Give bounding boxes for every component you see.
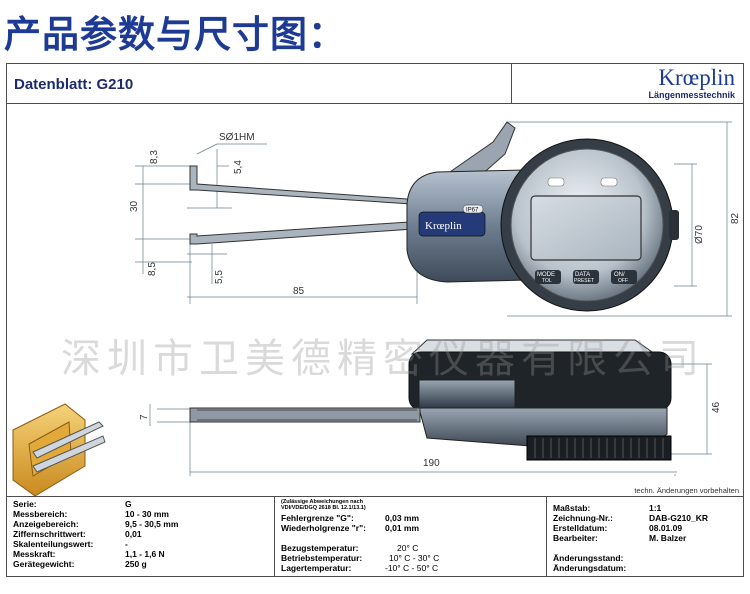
brand-logo: Krœplin xyxy=(658,65,735,90)
spec-table: Serie: G Messbereich: 10 - 30 mm Anzeigebe… xyxy=(7,496,743,577)
spec-col-tolerances: (Zulässige Abweichungen nach VDI/VDE/DGQ… xyxy=(275,497,547,577)
side-view xyxy=(189,339,672,461)
spec-key: Lagertemperatur: xyxy=(281,563,352,573)
datasheet-title: Datenblatt: G210 xyxy=(14,76,134,93)
spec-key: Messkraft: xyxy=(13,549,56,559)
spec-value: 10 - 30 mm xyxy=(125,509,169,519)
dim-7: 7 xyxy=(139,414,150,420)
spec-value: - xyxy=(125,539,128,549)
jaw-detail-illustration xyxy=(12,403,106,496)
dim-5-4: 5,4 xyxy=(233,160,244,174)
dial-side-knob xyxy=(669,210,679,240)
spec-key: Messbereich: xyxy=(13,509,68,519)
spec-value: 1:1 xyxy=(649,503,662,513)
dim-85: 85 xyxy=(293,286,305,297)
spec-key: Serie: xyxy=(13,499,37,509)
dimension-labels: SØ1HM 8,3 5,4 30 8,5 5,5 85 Ø70 82 7 46 … xyxy=(129,132,741,469)
dim-d70: Ø70 xyxy=(694,225,705,244)
tolerance-note-2: VDI/VDE/DGQ 2618 Bl. 12.1/13.1) xyxy=(281,505,366,511)
spec-col-drawing-info: Maßstab: 1:1 Zeichnung-Nr.: DAB-G210_KR Er… xyxy=(547,497,743,577)
ip-badge-text: IP67 xyxy=(466,208,479,214)
ip-badge xyxy=(462,204,484,214)
tolerance-note-1: (Zulässige Abweichungen nach xyxy=(281,499,364,505)
spec-value: 250 g xyxy=(125,559,147,569)
mode-button-sub: TOL xyxy=(542,278,552,284)
brand-subtitle: Längenmesstechnik xyxy=(648,90,735,100)
technical-drawing: SØ1HM 8,3 5,4 30 8,5 5,5 85 Ø70 82 7 46 … xyxy=(12,121,741,496)
dim-5-5: 5,5 xyxy=(214,270,225,284)
dim-8-3: 8,3 xyxy=(149,150,160,164)
front-view-jaws xyxy=(189,165,414,245)
spec-key: Fehlergrenze "G": xyxy=(281,513,354,523)
on-off-button-label: ON/ xyxy=(614,272,625,278)
spec-key: Betriebstemperatur: xyxy=(281,553,363,563)
indicator-right xyxy=(600,177,618,187)
watermark: 深圳市卫美德精密仪器有限公司 xyxy=(61,336,705,382)
spec-key: Änderungsstand: xyxy=(553,553,624,563)
knurl-lines xyxy=(534,438,664,458)
spec-key: Gerätegewicht: xyxy=(13,559,75,569)
brand-plate xyxy=(418,211,486,237)
spec-col-device: Serie: G Messbereich: 10 - 30 mm Anzeigebe… xyxy=(7,497,275,577)
spec-value: M. Balzer xyxy=(649,533,687,543)
dimension-lines xyxy=(135,121,732,476)
brand-header: Krœplin Längenmesstechnik xyxy=(512,64,743,104)
spec-key: Bearbeiter: xyxy=(553,533,598,543)
lcd-display xyxy=(530,195,642,261)
mode-button-label: MODE xyxy=(537,272,555,278)
mode-button xyxy=(535,270,561,284)
spec-key: Wiederholgrenze "r": xyxy=(281,523,366,533)
spec-value: 9,5 - 30,5 mm xyxy=(125,519,179,529)
spec-value: -10° C - 50° C xyxy=(385,563,439,573)
dial-buttons: MODE TOL DATA PRESET ON/ OFF xyxy=(535,270,637,284)
spec-key: Zeichnung-Nr.: xyxy=(553,513,613,523)
spec-value: 0,01 xyxy=(125,529,142,539)
datasheet-header: Datenblatt: G210 xyxy=(7,64,512,104)
datasheet-frame: Datenblatt: G210 Krœplin Längenmesstechn… xyxy=(6,63,744,577)
dim-82: 82 xyxy=(730,212,741,224)
spec-key: Erstelldatum: xyxy=(553,523,608,533)
spec-key: Änderungsdatum: xyxy=(553,563,627,573)
spec-value: 0,01 mm xyxy=(385,523,420,533)
spec-value: 08.01.09 xyxy=(649,523,683,533)
dim-30: 30 xyxy=(129,200,140,212)
side-view-jaw xyxy=(189,407,421,423)
dim-46: 46 xyxy=(711,401,722,413)
spec-key: Bezugstemperatur: xyxy=(281,543,359,553)
spec-key: Anzeigebereich: xyxy=(13,519,79,529)
footnote: techn. Änderungen vorbehalten xyxy=(634,486,739,495)
data-button xyxy=(573,270,599,284)
spec-value: 20° C xyxy=(397,543,419,553)
spec-key: Maßstab: xyxy=(553,503,591,513)
body-brand-text: Krœplin xyxy=(425,220,462,232)
spec-key: Skalenteilungswert: xyxy=(13,539,94,549)
spec-value: 10° C - 30° C xyxy=(389,553,440,563)
dim-s1hm: SØ1HM xyxy=(219,132,255,143)
indicator-left xyxy=(547,177,565,187)
spec-value: 0,03 mm xyxy=(385,513,420,523)
on-off-button xyxy=(611,270,637,284)
data-button-label: DATA xyxy=(575,272,590,278)
dim-8-5: 8,5 xyxy=(147,262,158,276)
spec-value: 1,1 - 1,6 N xyxy=(125,549,165,559)
data-button-sub: PRESET xyxy=(574,278,594,284)
dim-190: 190 xyxy=(423,458,440,469)
spec-value: G xyxy=(125,499,132,509)
page-title: 产品参数与尺寸图： xyxy=(4,14,346,55)
spec-value: DAB-G210_KR xyxy=(649,513,709,523)
spec-key: Ziffernschrittwert: xyxy=(13,529,86,539)
on-off-button-sub: OFF xyxy=(618,278,628,284)
side-view-body xyxy=(418,379,516,409)
